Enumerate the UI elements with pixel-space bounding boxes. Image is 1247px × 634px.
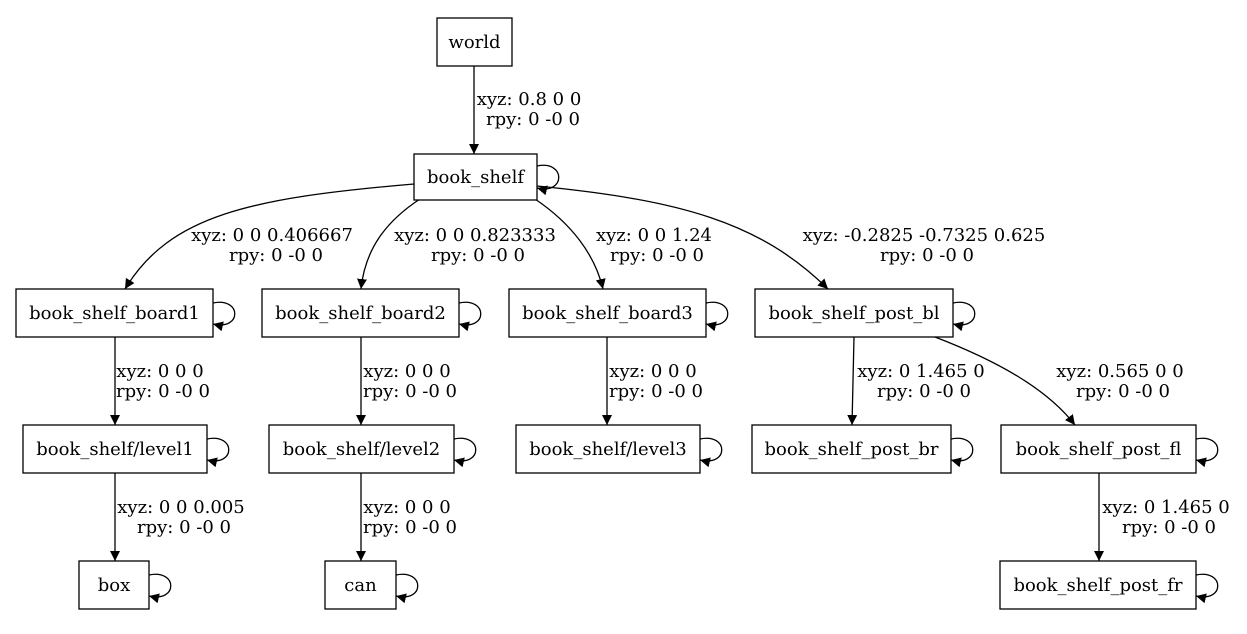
edge-xyz-label: xyz: 0.8 0 0 bbox=[477, 89, 582, 110]
edge-label-board2-to-level2: xyz: 0 0 0 rpy: 0 -0 0 bbox=[363, 361, 457, 402]
node-book-shelf-board3[interactable]: book_shelf_board3 bbox=[508, 288, 707, 338]
self-loop-post-fl bbox=[1195, 437, 1219, 468]
edge-xyz-label: xyz: 0 0 0 bbox=[116, 361, 203, 382]
edge-rpy-label: rpy: 0 -0 0 bbox=[877, 381, 971, 402]
self-loop-can bbox=[395, 573, 419, 604]
self-loop-book-shelf bbox=[536, 164, 560, 196]
edge-rpy-label: rpy: 0 -0 0 bbox=[363, 517, 457, 538]
edge-xyz-label: xyz: 0 0 0 bbox=[363, 497, 450, 518]
edge-label-post-fl-to-post-fr: xyz: 0 1.465 0 rpy: 0 -0 0 bbox=[1102, 497, 1229, 538]
edge-xyz-label: xyz: 0 0 0.823333 bbox=[394, 225, 556, 246]
self-loop-level1 bbox=[206, 437, 230, 468]
self-loop-post-br bbox=[950, 437, 974, 468]
edge-label-level2-to-can: xyz: 0 0 0 rpy: 0 -0 0 bbox=[363, 497, 457, 538]
edge-xyz-label: xyz: 0 0 0 bbox=[609, 361, 696, 382]
edge-rpy-label: rpy: 0 -0 0 bbox=[116, 381, 210, 402]
edge-book-shelf-to-board2 bbox=[357, 198, 421, 290]
node-label: book_shelf/level2 bbox=[283, 439, 441, 460]
edge-xyz-label: xyz: 0.565 0 0 bbox=[1056, 361, 1183, 382]
node-label: book_shelf_board3 bbox=[522, 303, 693, 324]
edge-label-board3-to-level3: xyz: 0 0 0 rpy: 0 -0 0 bbox=[609, 361, 703, 402]
node-label: book_shelf_post_br bbox=[765, 439, 939, 460]
edge-xyz-label: xyz: 0 1.465 0 bbox=[1102, 497, 1229, 518]
node-label: book_shelf_post_bl bbox=[768, 303, 939, 324]
node-label: box bbox=[98, 575, 131, 596]
edge-rpy-label: rpy: 0 -0 0 bbox=[610, 245, 704, 266]
node-box[interactable]: box bbox=[78, 560, 150, 610]
edge-label-book-shelf-to-board1: xyz: 0 0 0.406667 rpy: 0 -0 0 bbox=[191, 225, 353, 266]
node-label: book_shelf_post_fr bbox=[1013, 575, 1182, 596]
edge-rpy-label: rpy: 0 -0 0 bbox=[229, 245, 323, 266]
self-loop-level2 bbox=[453, 437, 477, 468]
edge-book-shelf-to-board1 bbox=[124, 183, 415, 290]
self-loop-level3 bbox=[699, 437, 723, 468]
node-can[interactable]: can bbox=[324, 560, 397, 610]
node-label: book_shelf/level1 bbox=[36, 439, 194, 460]
edge-xyz-label: xyz: 0 0 0.005 bbox=[117, 497, 244, 518]
edge-xyz-label: xyz: 0 0 0 bbox=[363, 361, 450, 382]
edge-post-bl-to-post-fl bbox=[934, 336, 1076, 426]
edge-rpy-label: rpy: 0 -0 0 bbox=[431, 245, 525, 266]
edge-xyz-label: xyz: 0 0 1.24 bbox=[596, 225, 712, 246]
edge-book-shelf-to-board3 bbox=[534, 198, 606, 290]
edge-rpy-label: rpy: 0 -0 0 bbox=[137, 517, 231, 538]
node-label: book_shelf_board1 bbox=[29, 303, 200, 324]
edge-xyz-label: xyz: 0 1.465 0 bbox=[857, 361, 984, 382]
node-book-shelf-level3[interactable]: book_shelf/level3 bbox=[515, 424, 701, 474]
edge-post-bl-to-post-br bbox=[847, 336, 858, 426]
edge-label-level1-to-box: xyz: 0 0 0.005 rpy: 0 -0 0 bbox=[117, 497, 244, 538]
self-loop-post-fr bbox=[1195, 573, 1219, 604]
self-loop-board1 bbox=[212, 301, 236, 332]
edge-rpy-label: rpy: 0 -0 0 bbox=[880, 245, 974, 266]
node-book-shelf-level2[interactable]: book_shelf/level2 bbox=[268, 424, 455, 474]
edge-xyz-label: xyz: 0 0 0.406667 bbox=[191, 225, 353, 246]
edge-label-book-shelf-to-board2: xyz: 0 0 0.823333 rpy: 0 -0 0 bbox=[394, 225, 556, 266]
node-book-shelf-board1[interactable]: book_shelf_board1 bbox=[15, 288, 214, 338]
edge-xyz-label: xyz: -0.2825 -0.7325 0.625 bbox=[803, 225, 1046, 246]
node-book-shelf-post-br[interactable]: book_shelf_post_br bbox=[751, 424, 952, 474]
node-book-shelf-board2[interactable]: book_shelf_board2 bbox=[261, 288, 460, 338]
node-book-shelf-level1[interactable]: book_shelf/level1 bbox=[22, 424, 208, 474]
edge-rpy-label: rpy: 0 -0 0 bbox=[486, 109, 580, 130]
node-label: book_shelf/level3 bbox=[529, 439, 687, 460]
node-book-shelf-post-fr[interactable]: book_shelf_post_fr bbox=[999, 560, 1197, 610]
node-label: world bbox=[448, 32, 500, 53]
self-loop-post-bl bbox=[952, 301, 976, 332]
node-world[interactable]: world bbox=[436, 17, 513, 67]
node-label: book_shelf_board2 bbox=[275, 303, 446, 324]
node-book-shelf-post-fl[interactable]: book_shelf_post_fl bbox=[1000, 424, 1197, 474]
self-loop-board3 bbox=[705, 301, 729, 332]
node-label: book_shelf bbox=[427, 167, 525, 188]
edge-rpy-label: rpy: 0 -0 0 bbox=[1076, 381, 1170, 402]
edge-rpy-label: rpy: 0 -0 0 bbox=[1122, 517, 1216, 538]
node-book-shelf[interactable]: book_shelf bbox=[413, 153, 538, 201]
self-loop-board2 bbox=[458, 301, 482, 332]
edge-label-board1-to-level1: xyz: 0 0 0 rpy: 0 -0 0 bbox=[116, 361, 210, 402]
edge-label-world-to-book-shelf: xyz: 0.8 0 0 rpy: 0 -0 0 bbox=[477, 89, 582, 130]
edge-label-post-bl-to-post-fl: xyz: 0.565 0 0 rpy: 0 -0 0 bbox=[1056, 361, 1183, 402]
node-label: book_shelf_post_fl bbox=[1016, 439, 1182, 460]
edge-label-book-shelf-to-post-bl: xyz: -0.2825 -0.7325 0.625 rpy: 0 -0 0 bbox=[803, 225, 1046, 266]
edge-rpy-label: rpy: 0 -0 0 bbox=[363, 381, 457, 402]
edge-rpy-label: rpy: 0 -0 0 bbox=[609, 381, 703, 402]
edge-book-shelf-to-post-bl bbox=[536, 185, 829, 290]
edge-label-book-shelf-to-board3: xyz: 0 0 1.24 rpy: 0 -0 0 bbox=[596, 225, 712, 266]
self-loop-box bbox=[148, 573, 172, 604]
edge-label-post-bl-to-post-br: xyz: 0 1.465 0 rpy: 0 -0 0 bbox=[857, 361, 984, 402]
node-label: can bbox=[344, 575, 377, 596]
node-book-shelf-post-bl[interactable]: book_shelf_post_bl bbox=[754, 288, 954, 338]
